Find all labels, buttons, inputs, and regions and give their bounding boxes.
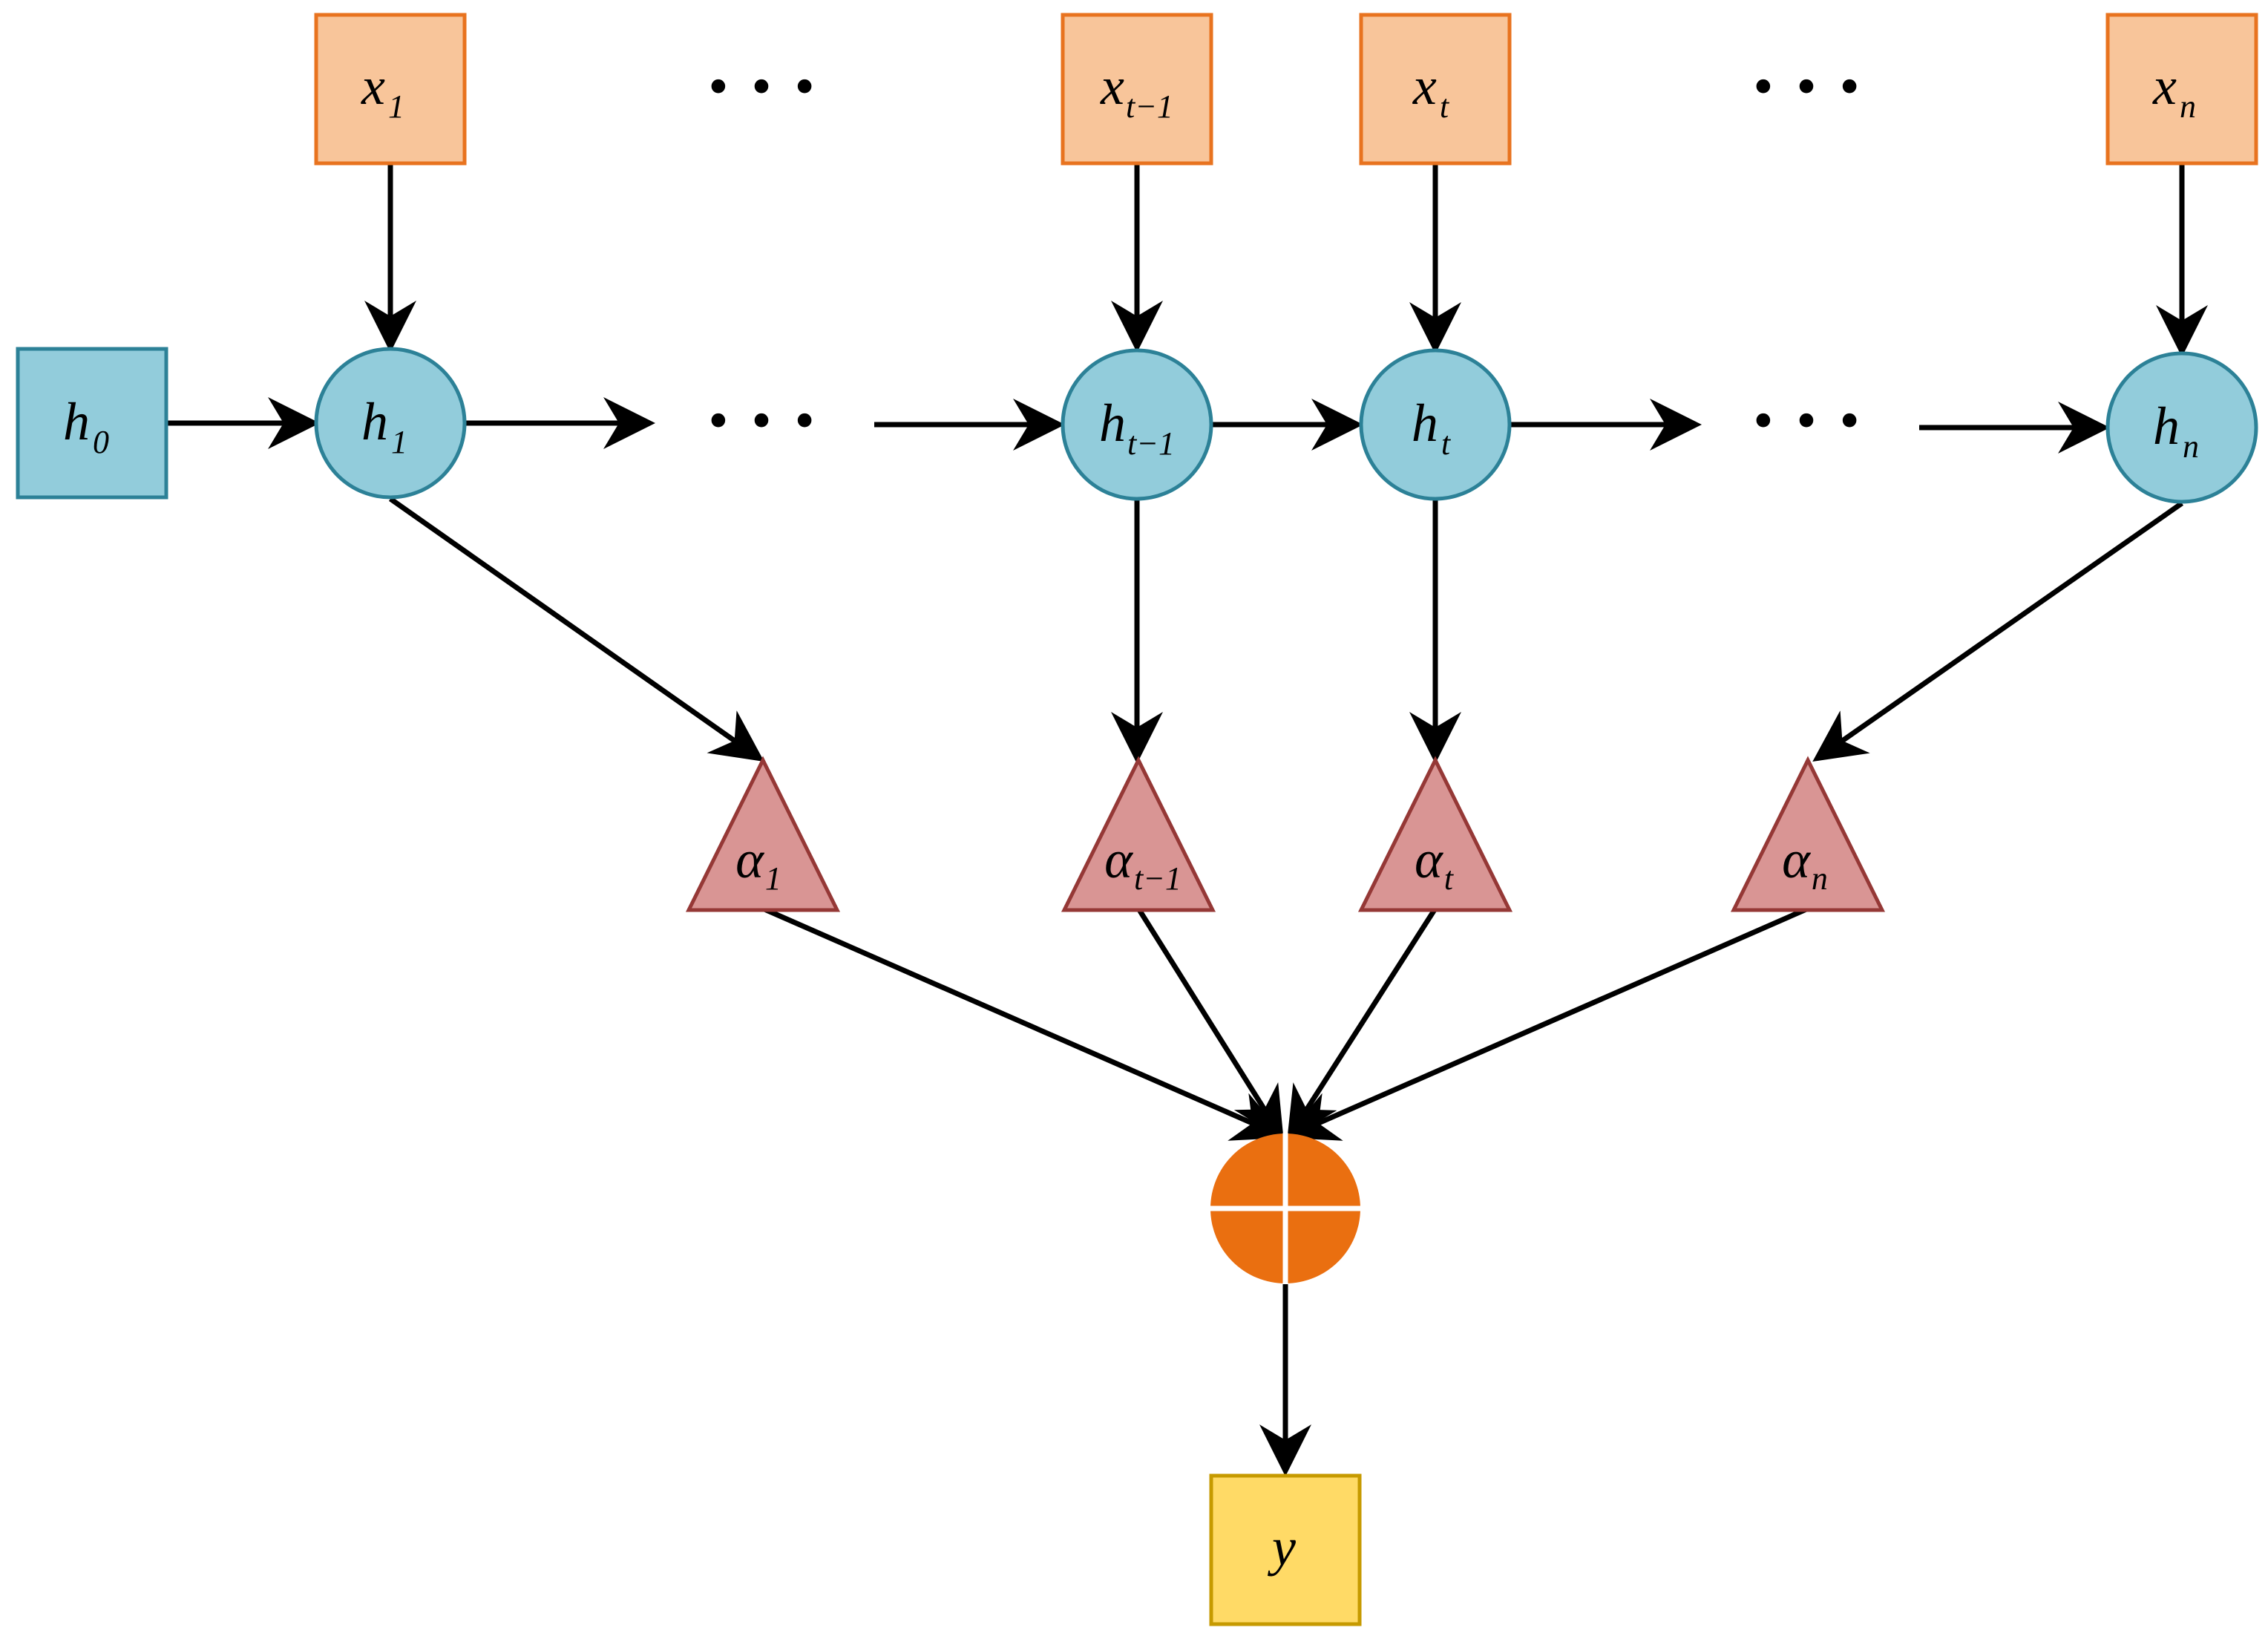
attention-triangle xyxy=(1357,756,1513,912)
attention-node: αt−1 xyxy=(1061,756,1216,912)
attention-base: α xyxy=(1782,830,1811,889)
recurrent-arrows xyxy=(168,397,2110,454)
input-node: xn xyxy=(2105,13,2258,166)
hidden-node: hn xyxy=(2105,351,2258,504)
input-box xyxy=(314,13,467,166)
attention-node: αt xyxy=(1357,756,1513,912)
hidden-subscript: t xyxy=(1441,425,1452,462)
input-node: xt−1 xyxy=(1061,13,1213,166)
initial-state-box xyxy=(16,347,168,500)
arrow-alphat-1-sum xyxy=(1136,907,1284,1140)
input-label: xn xyxy=(2152,56,2196,125)
input-box xyxy=(1359,13,1512,166)
hidden-circle xyxy=(2105,351,2258,504)
attention-base: α xyxy=(1104,830,1133,889)
attention-subscript: n xyxy=(1812,860,1828,897)
input-label: x1 xyxy=(361,56,404,125)
attention-triangle xyxy=(685,756,841,912)
hidden-circle xyxy=(1359,348,1512,501)
hidden-circle xyxy=(1061,348,1213,501)
hidden-label: hn xyxy=(2153,396,2199,465)
attention-triangle xyxy=(1730,756,1886,912)
input-base: x xyxy=(2152,56,2177,116)
ellipsis-chain-left: • • • xyxy=(704,395,819,450)
sum-arrows xyxy=(761,906,1809,1141)
output-node: y xyxy=(1209,1473,1362,1626)
hidden-label: ht xyxy=(1412,393,1452,462)
output-label: y xyxy=(1267,1517,1296,1577)
attention-node: αn xyxy=(1730,756,1886,912)
attention-node: α1 xyxy=(685,756,841,912)
ellipsis-top-right: • • • xyxy=(1749,61,1864,116)
input-base: x xyxy=(361,56,385,116)
weighted-sum-circle-icon xyxy=(1210,1133,1361,1284)
input-arrows xyxy=(364,165,2208,357)
hidden-base: h xyxy=(1099,393,1126,453)
input-box xyxy=(1061,13,1213,166)
input-label: xt−1 xyxy=(1100,56,1173,125)
attention-base: α xyxy=(735,830,764,889)
hidden-node: ht xyxy=(1359,348,1512,501)
hidden-nodes: h1 ht−1 ht hn xyxy=(314,347,2258,504)
ellipsis-chain-right: • • • xyxy=(1749,395,1864,450)
arrow-hn-alphan xyxy=(1812,501,2184,762)
initial-state-base: h xyxy=(63,392,90,451)
attention-label: αt−1 xyxy=(1104,830,1181,897)
input-subscript: n xyxy=(2180,88,2196,125)
attention-base: α xyxy=(1415,830,1443,889)
attention-label: αt xyxy=(1415,830,1455,897)
hidden-node: h1 xyxy=(314,347,467,500)
attention-nodes: α1 αt−1 αt αn xyxy=(685,756,1886,912)
input-node: xt xyxy=(1359,13,1512,166)
input-base: x xyxy=(1100,56,1124,116)
attention-arrows xyxy=(388,497,2184,764)
initial-state-label: h0 xyxy=(63,392,109,460)
arrow-alpha1-sum xyxy=(761,906,1286,1141)
input-base: x xyxy=(1412,56,1437,116)
input-nodes: x1 xt−1 xt xn xyxy=(314,13,2258,166)
input-box xyxy=(2105,13,2258,166)
hidden-base: h xyxy=(2153,396,2180,456)
attention-subscript: 1 xyxy=(765,860,781,897)
output-box xyxy=(1209,1473,1362,1626)
arrow-h1-alpha1 xyxy=(388,497,764,762)
attention-label: α1 xyxy=(735,830,781,897)
input-subscript: t xyxy=(1440,88,1450,125)
hidden-subscript: 1 xyxy=(391,424,407,460)
hidden-subscript: n xyxy=(2183,428,2199,465)
hidden-label: ht−1 xyxy=(1099,393,1175,462)
input-label: xt xyxy=(1412,56,1450,125)
input-subscript: t−1 xyxy=(1126,88,1173,125)
attention-triangle xyxy=(1061,756,1216,912)
initial-state-subscript: 0 xyxy=(93,424,109,460)
hidden-label: h1 xyxy=(361,392,407,460)
attention-subscript: t xyxy=(1444,860,1455,897)
hidden-circle xyxy=(314,347,467,500)
attention-label: αn xyxy=(1782,830,1828,897)
attention-subscript: t−1 xyxy=(1134,860,1181,897)
hidden-subscript: t−1 xyxy=(1127,425,1175,462)
hidden-base: h xyxy=(361,392,388,451)
initial-state-node: h0 xyxy=(16,347,168,500)
arrow-alphan-sum xyxy=(1285,906,1809,1141)
input-subscript: 1 xyxy=(388,88,404,125)
ellipses: • • • • • • • • • • • • xyxy=(704,61,1864,450)
hidden-node: ht−1 xyxy=(1061,348,1213,501)
input-node: x1 xyxy=(314,13,467,166)
ellipsis-top-left: • • • xyxy=(704,61,819,116)
hidden-base: h xyxy=(1412,393,1438,453)
